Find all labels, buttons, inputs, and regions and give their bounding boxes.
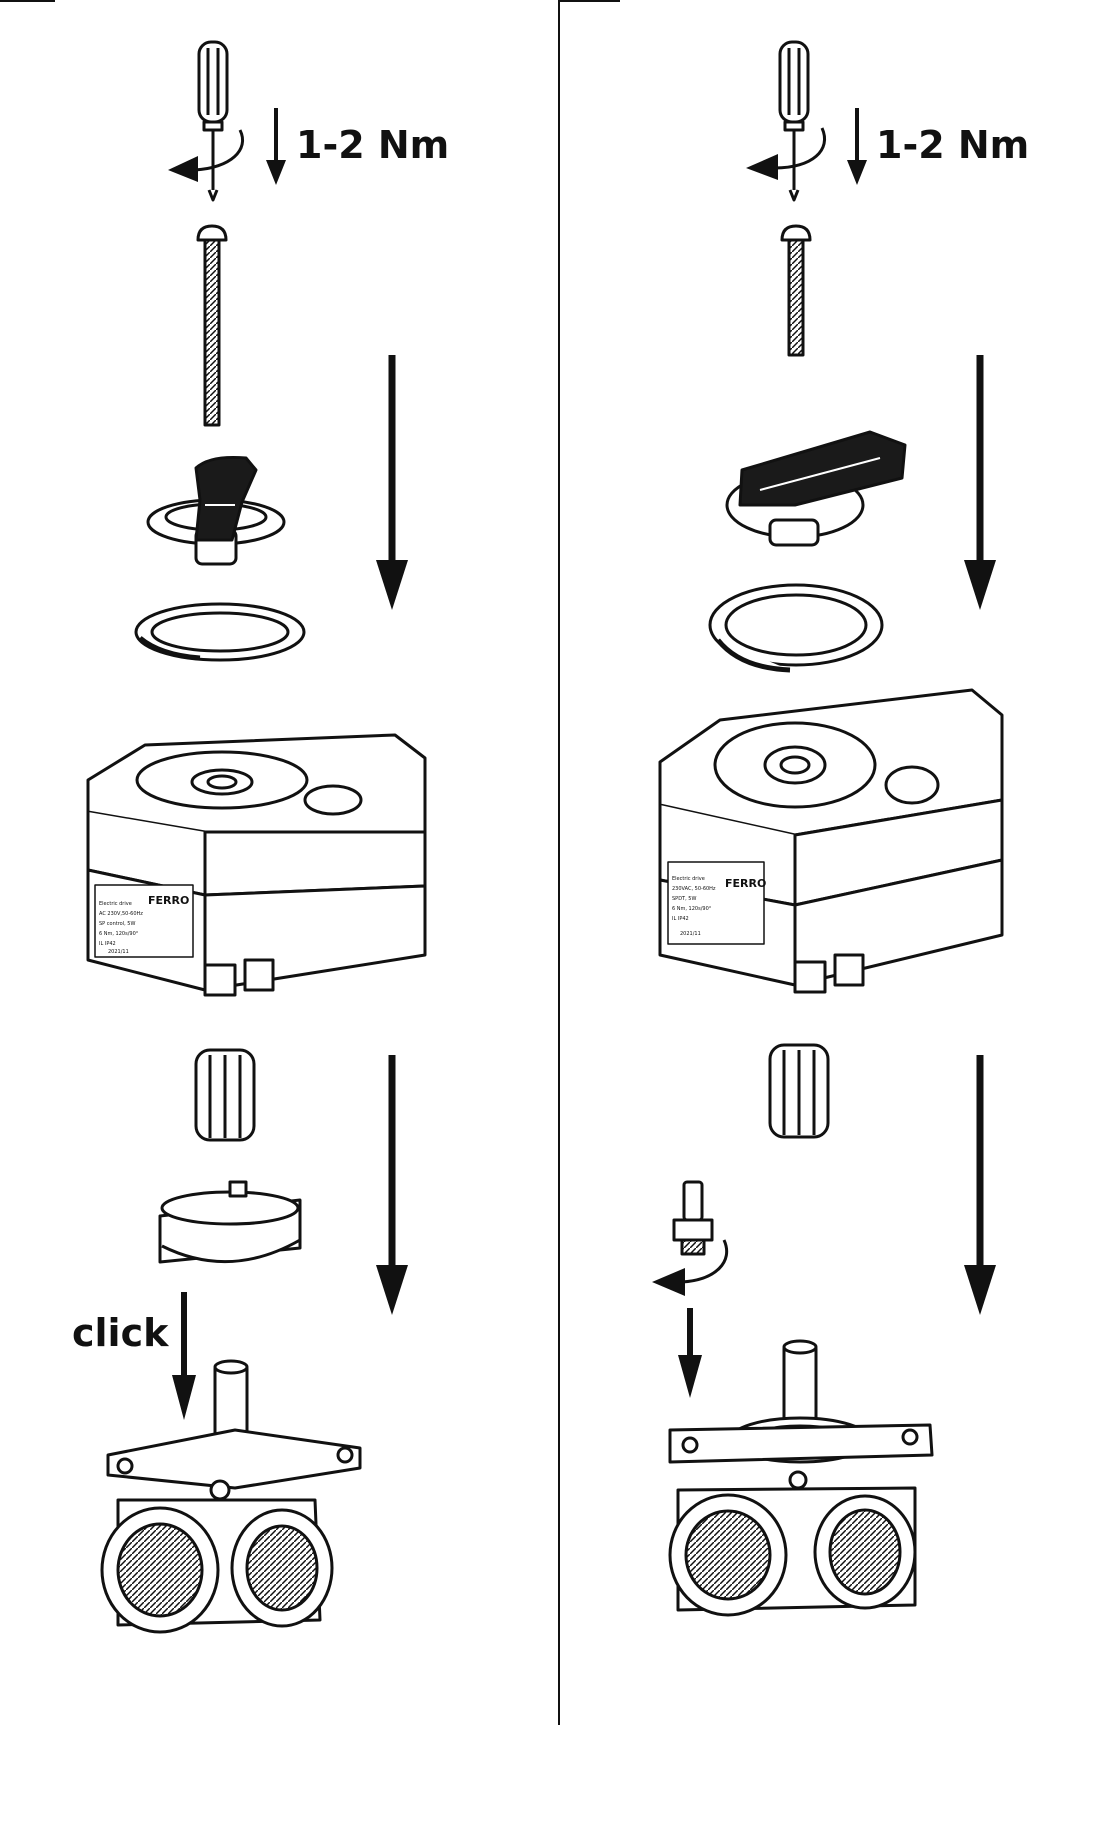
torque-arrow-right-icon [847, 108, 867, 185]
right-panel: 1-2 Nm [652, 40, 1029, 1617]
down-arrow-right-2 [964, 1055, 996, 1315]
svg-text:230VAC, 50-60Hz: 230VAC, 50-60Hz [672, 886, 716, 892]
valve-right-icon [668, 1339, 934, 1617]
adapter-down-arrow-icon [678, 1308, 702, 1398]
click-label: click [72, 1311, 169, 1355]
down-arrow-left-2 [376, 1055, 408, 1315]
coupling-left-icon [194, 1048, 256, 1142]
actuator-left-label-lines: Electric drive AC 230V,50-60Hz SP contro… [99, 901, 143, 955]
ring-right-icon [708, 583, 884, 673]
svg-text:AC 230V,50-60Hz: AC 230V,50-60Hz [99, 911, 143, 917]
svg-text:IL IP42: IL IP42 [99, 941, 116, 947]
rotate-arrow-right-icon [774, 127, 827, 170]
svg-text:6 Nm, 120s/90°: 6 Nm, 120s/90° [672, 906, 712, 912]
actuator-left-icon [86, 733, 427, 997]
torque-arrow-icon [266, 108, 286, 185]
screw-long-icon [196, 224, 228, 427]
screwdriver-icon [197, 40, 229, 202]
svg-text:2021/11: 2021/11 [680, 931, 701, 937]
click-arrow-icon [172, 1292, 196, 1420]
valve-left-icon [100, 1359, 362, 1634]
torque-label-right: 1-2 Nm [876, 123, 1029, 167]
svg-text:SP control, 5W: SP control, 5W [99, 921, 135, 927]
svg-text:Electric drive: Electric drive [99, 901, 132, 907]
actuator-right-label-lines: Electric drive 230VAC, 50-60Hz SPDT, 5W … [672, 876, 716, 937]
svg-text:IL IP42: IL IP42 [672, 916, 689, 922]
actuator-right-icon [658, 688, 1004, 994]
knob-icon [146, 456, 286, 566]
screwdriver-right-icon [778, 40, 810, 202]
screw-short-icon [780, 224, 812, 357]
svg-text:SPDT, 5W: SPDT, 5W [672, 896, 696, 902]
rotate-arrow-icon [194, 129, 245, 172]
svg-text:6 Nm, 120s/90°: 6 Nm, 120s/90° [99, 931, 139, 937]
rotate-arrow-adapter-icon [681, 1239, 729, 1284]
ring-icon [134, 602, 306, 662]
coupling-right-icon [768, 1043, 830, 1139]
down-arrow-left-1 [376, 355, 408, 610]
torque-label-left: 1-2 Nm [296, 123, 449, 167]
svg-text:Electric drive: Electric drive [672, 876, 705, 882]
left-panel: 1-2 Nm [72, 40, 449, 1634]
adapter-stem-icon [672, 1180, 714, 1256]
down-arrow-right-1 [964, 355, 996, 610]
bracket-icon [158, 1180, 302, 1264]
actuator-right-brand: FERRO [725, 877, 766, 890]
svg-text:2021/11: 2021/11 [108, 949, 129, 955]
actuator-left-brand: FERRO [148, 894, 189, 907]
lever-handle-icon [725, 430, 907, 547]
